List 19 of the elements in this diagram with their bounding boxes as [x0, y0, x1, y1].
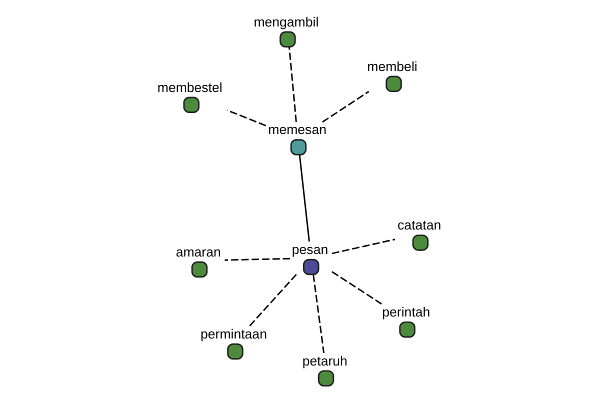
- node-label: catatan: [398, 218, 442, 233]
- connector: [298, 154, 310, 242]
- node-label: amaran: [176, 244, 221, 260]
- connector: [332, 238, 396, 254]
- connector: [224, 258, 290, 261]
- node-label: permintaan: [200, 326, 267, 342]
- connector: [249, 274, 297, 326]
- node-label: perintah: [382, 304, 430, 320]
- node-label: membeli: [367, 58, 418, 74]
- connector: [332, 271, 382, 305]
- connector: [312, 274, 325, 354]
- node-label: mengambil: [254, 14, 319, 30]
- node-label: pesan: [292, 242, 328, 257]
- connector: [288, 47, 297, 122]
- node-label: memesan: [268, 122, 327, 138]
- connector: [322, 90, 370, 123]
- connector: [226, 109, 266, 126]
- node-label: petaruh: [302, 353, 348, 368]
- node-label: membestel: [157, 80, 222, 95]
